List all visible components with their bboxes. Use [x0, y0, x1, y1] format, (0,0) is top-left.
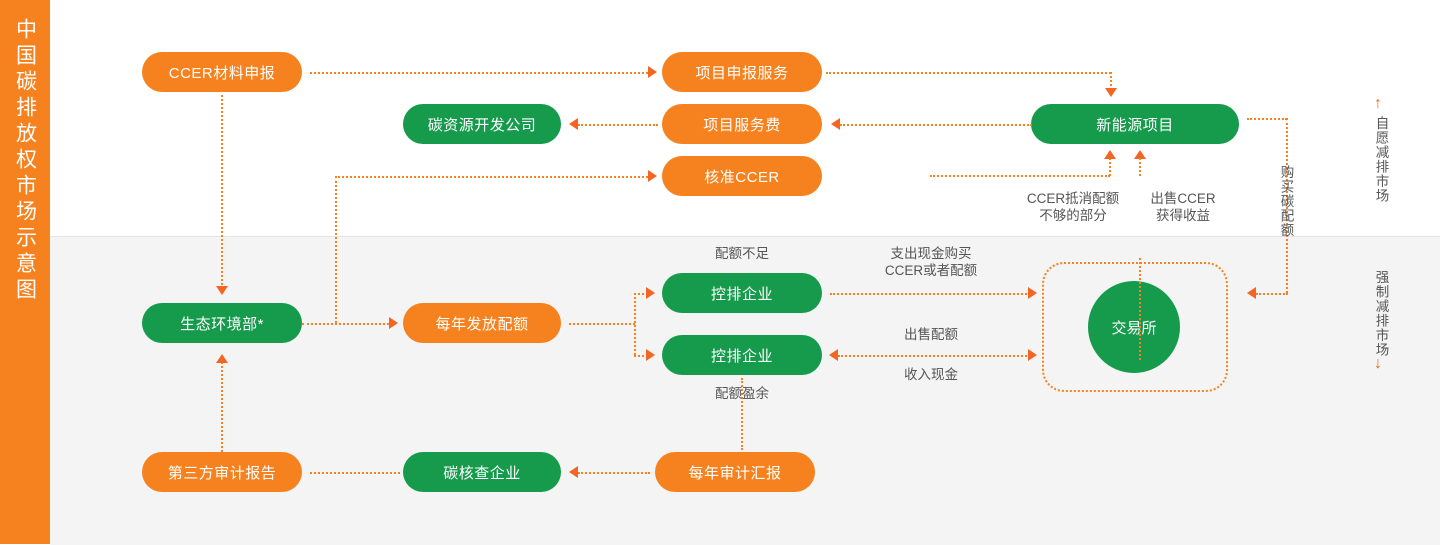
label-quota-surplus: 配额盈余	[715, 386, 769, 401]
node-annual-quota[interactable]: 每年发放配额	[403, 303, 561, 343]
arrowhead-buy-quota-to-exchange	[1247, 287, 1256, 299]
arrowhead-to-ministry	[216, 286, 228, 295]
page-title: 中国碳排放权市场示意图	[13, 18, 37, 304]
arrowhead-to-enterprise-1	[646, 287, 655, 299]
arrowhead-third-party-to-ministry	[216, 354, 228, 363]
node-carbon-verification-company[interactable]: 碳核查企业	[403, 452, 561, 492]
connector-third-party-up	[221, 362, 223, 452]
label-buy-carbon-quota: 购买碳配额	[1278, 165, 1294, 238]
label-receive-cash: 收入现金	[904, 367, 958, 382]
connector-declaration-down	[1110, 72, 1112, 90]
arrowhead-to-approved-ccer	[648, 170, 657, 182]
node-exchange[interactable]: 交易所	[1088, 281, 1180, 373]
connector-verification-to-third-party	[310, 472, 400, 474]
node-carbon-dev-company[interactable]: 碳资源开发公司	[403, 104, 561, 144]
connector-ccer-material-to-declaration	[310, 72, 648, 74]
node-third-party-audit-report[interactable]: 第三方审计报告	[142, 452, 302, 492]
arrowhead-to-declaration	[648, 66, 657, 78]
node-annual-audit-report[interactable]: 每年审计汇报	[655, 452, 815, 492]
label-spend-cash-buy: 支出现金购买 CCER或者配额	[884, 246, 978, 278]
arrowhead-to-verification	[569, 466, 578, 478]
label-sell-ccer-income: 出售CCER 获得收益	[1150, 191, 1216, 223]
node-ministry-ecology[interactable]: 生态环境部*	[142, 303, 302, 343]
arrowhead-enterprise1-to-exchange	[1028, 287, 1037, 299]
label-quota-shortage: 配额不足	[715, 246, 769, 261]
node-controlled-enterprise-1[interactable]: 控排企业	[662, 273, 822, 313]
connector-quota-out	[569, 323, 635, 325]
connector-buy-quota-right	[1247, 118, 1287, 120]
arrowhead-ccer-offset-up	[1104, 150, 1116, 159]
connector-buy-quota-left	[1256, 293, 1288, 295]
arrowhead-to-service-fee	[831, 118, 840, 130]
connector-enterprise1-to-exchange	[830, 293, 1030, 295]
connector-enterprise2-to-audit	[741, 378, 743, 450]
node-controlled-enterprise-2[interactable]: 控排企业	[662, 335, 822, 375]
connector-audit-to-verification	[578, 472, 650, 474]
node-project-service-fee[interactable]: 项目服务费	[662, 104, 822, 144]
title-sidebar: 中国碳排放权市场示意图	[0, 0, 50, 544]
node-new-energy-project[interactable]: 新能源项目	[1031, 104, 1239, 144]
connector-enterprise2-exchange	[838, 355, 1030, 357]
node-approved-ccer[interactable]: 核准CCER	[662, 156, 822, 196]
label-mandatory-market: 强制减排市场	[1373, 270, 1389, 357]
connector-sell-ccer-stem	[1139, 158, 1141, 176]
arrowhead-sell-ccer-up	[1134, 150, 1146, 159]
connector-declaration-right	[826, 72, 1111, 74]
node-ccer-material[interactable]: CCER材料申报	[142, 52, 302, 92]
connector-ccer-offset-up	[1109, 158, 1111, 176]
node-project-declaration-service[interactable]: 项目申报服务	[662, 52, 822, 92]
connector-buy-quota-down	[1286, 118, 1288, 293]
arrowhead-to-new-energy	[1105, 88, 1117, 97]
label-ccer-offset-shortfall: CCER抵消配额 不够的部分	[1026, 191, 1120, 223]
label-voluntary-market: 自愿减排市场	[1373, 116, 1389, 203]
exchange-container	[1042, 262, 1228, 392]
connector-service-fee-to-dev-company	[578, 124, 658, 126]
arrowhead-enterprise2-to-exchange	[1028, 349, 1037, 361]
connector-ministry-to-annual-quota	[302, 323, 389, 325]
connector-ministry-branch-up	[335, 176, 337, 323]
connector-quota-to-enterprise-1	[634, 293, 648, 295]
arrowhead-exchange-to-enterprise2	[829, 349, 838, 361]
connector-quota-split	[634, 293, 636, 355]
connector-branch-to-approved-ccer	[335, 176, 648, 178]
arrowhead-to-enterprise-2	[646, 349, 655, 361]
connector-sell-ccer-up	[1139, 258, 1141, 360]
connector-ccer-offset-horizontal	[930, 175, 1110, 177]
mandatory-market-arrow-icon: ↓	[1374, 355, 1382, 372]
connector-quota-to-enterprise-2	[634, 355, 648, 357]
arrowhead-to-annual-quota	[389, 317, 398, 329]
connector-new-energy-to-service-fee	[840, 124, 1032, 126]
arrowhead-to-dev-company	[569, 118, 578, 130]
voluntary-market-arrow-icon: ↑	[1374, 95, 1382, 112]
label-sell-quota: 出售配额	[904, 327, 958, 342]
connector-ccer-material-down	[221, 95, 223, 285]
